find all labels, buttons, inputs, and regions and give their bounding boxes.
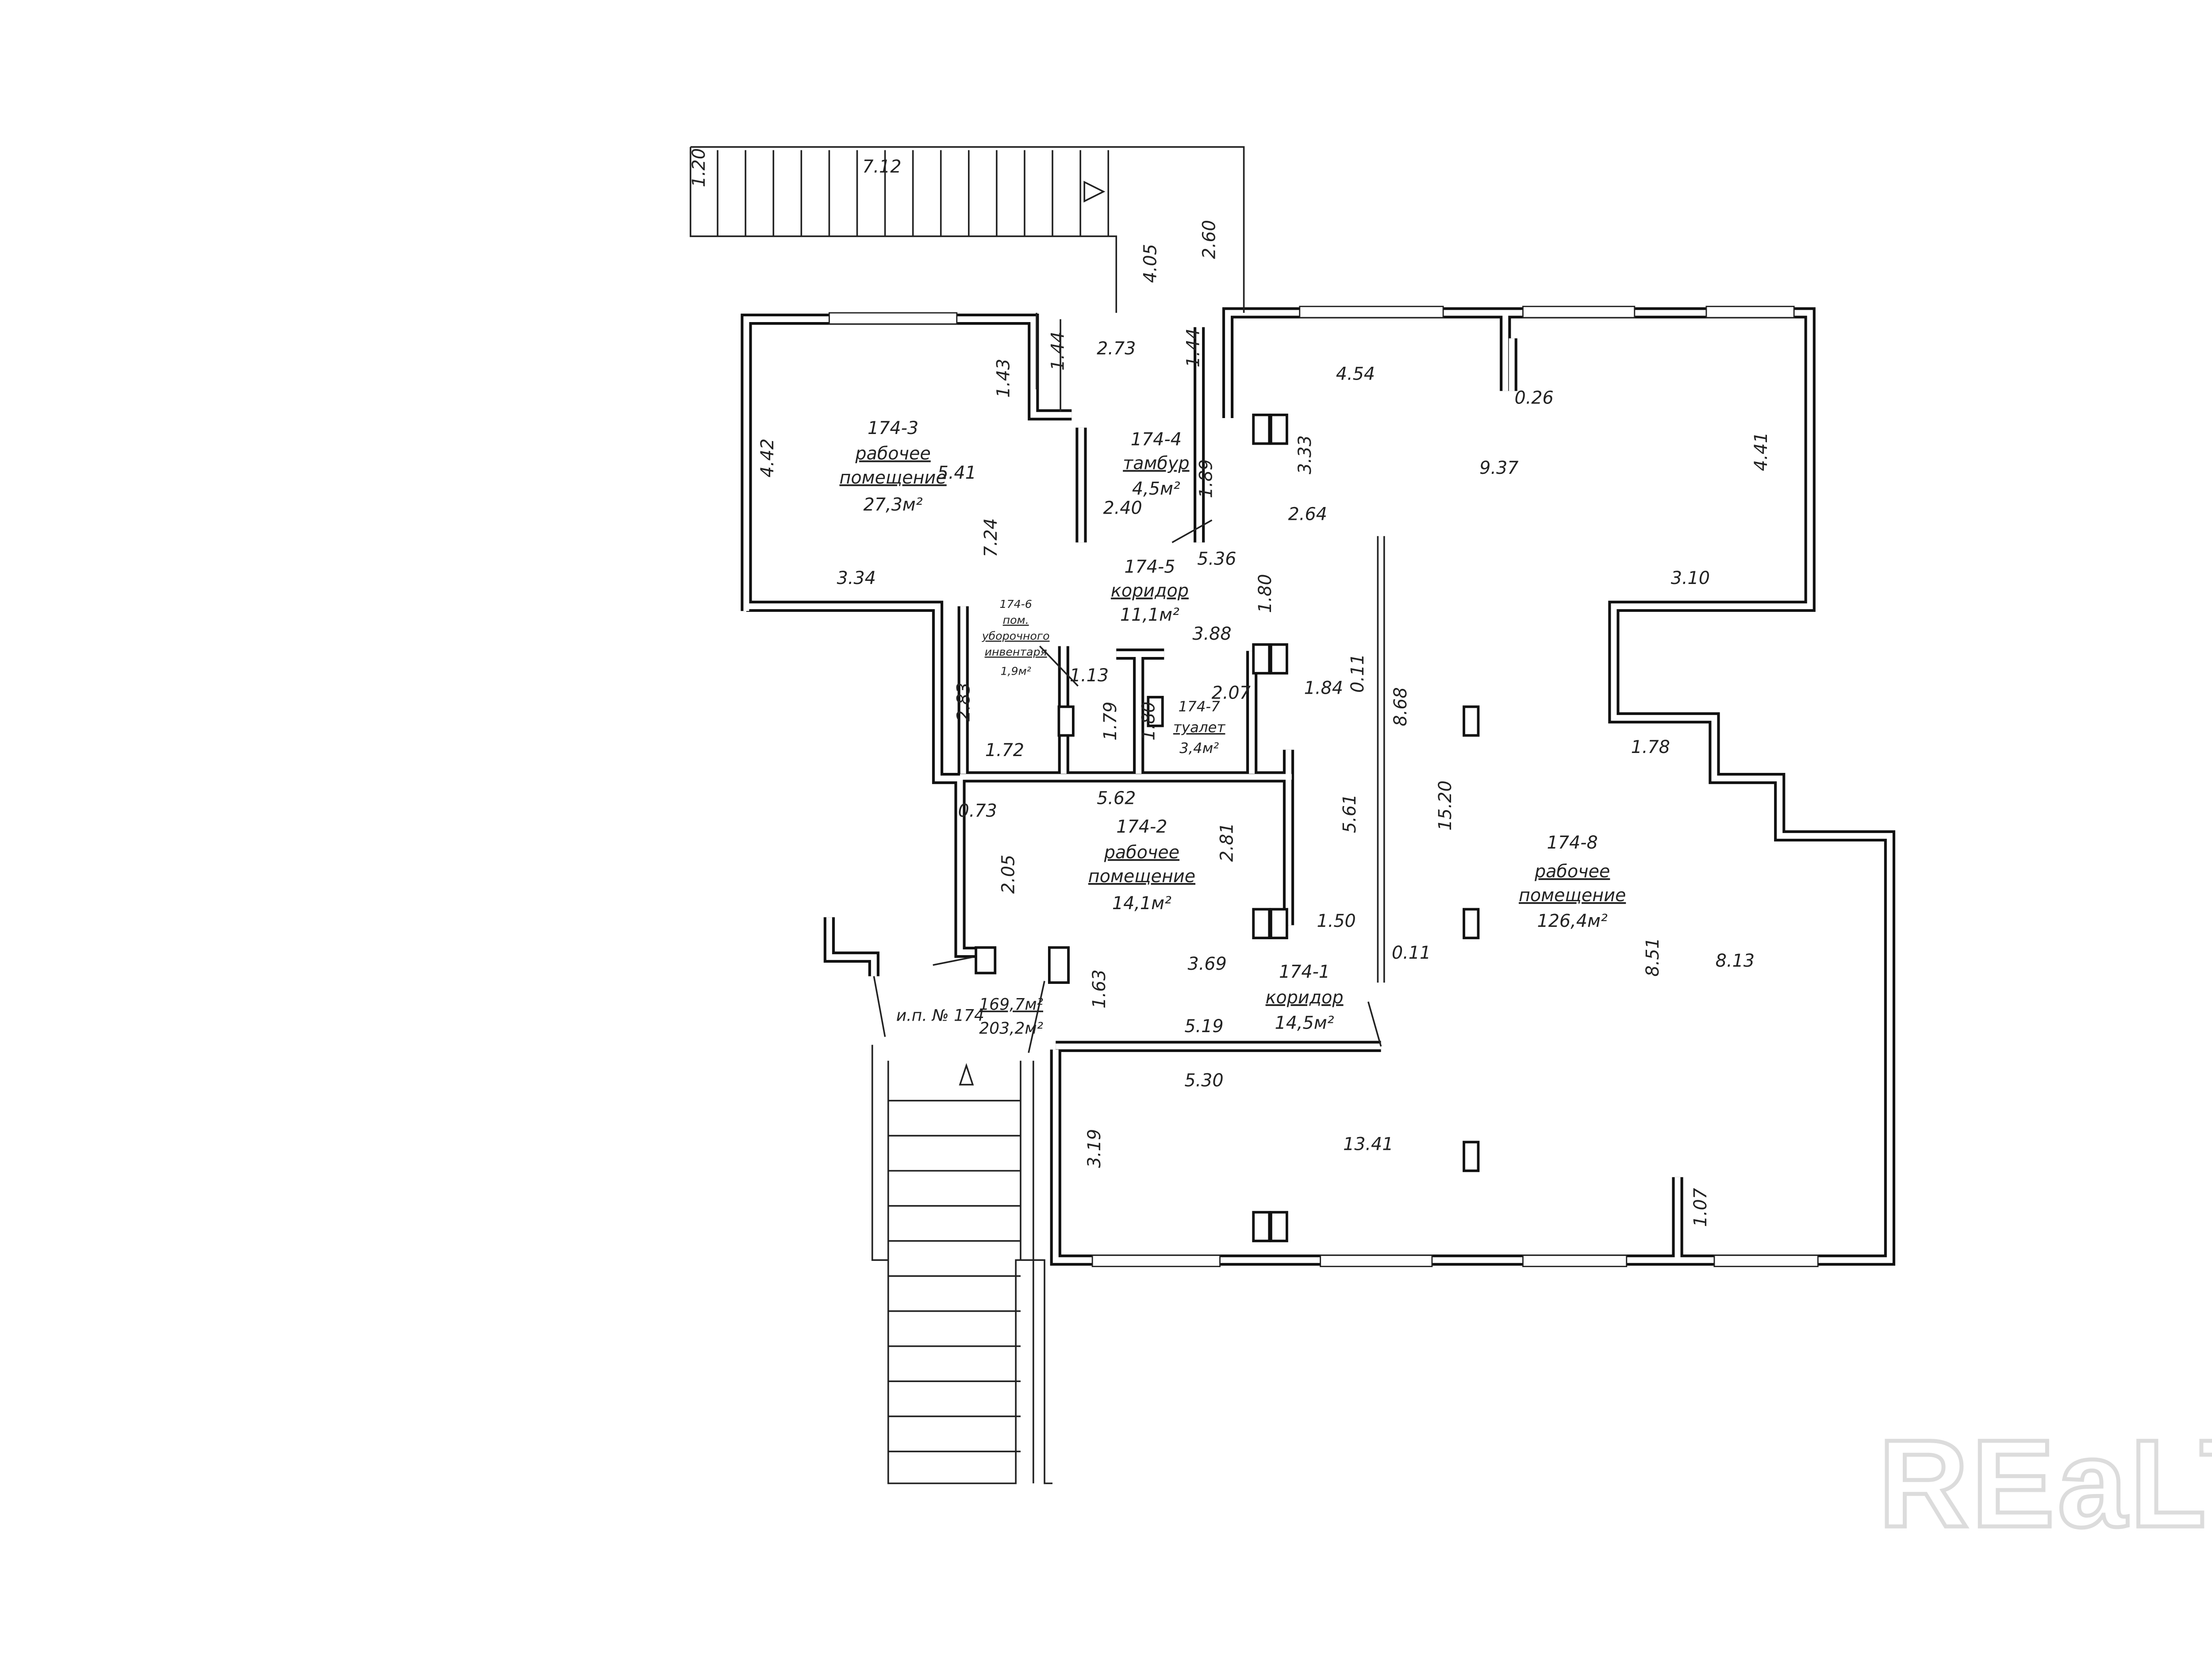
stair-top	[689, 146, 1245, 313]
dimension-label: 1.80	[1255, 574, 1275, 613]
dimension-label: 0.11	[1348, 654, 1368, 693]
room-174-3: 174-3 рабочее помещение 27,3м²	[839, 418, 946, 515]
premises-summary: и.п. № 174 169,7м² 203,2м²	[896, 995, 1043, 1037]
dimension-label: 5.61	[1340, 794, 1360, 833]
premises-area-total: 203,2м²	[979, 1019, 1043, 1037]
room-name: пом.	[1003, 614, 1029, 626]
dimension-label: 2.07	[1212, 683, 1251, 703]
room-174-1: 174-1 коридор 14,5м²	[1266, 962, 1344, 1033]
room-174-7: 174-7 туалет 3,4м²	[1173, 698, 1226, 757]
room-area: 126,4м²	[1537, 911, 1607, 931]
room-174-2: 174-2 рабочее помещение 14,1м²	[1088, 817, 1195, 914]
room-name: коридор	[1266, 987, 1344, 1008]
dimension-label: 7.24	[981, 518, 1001, 557]
dimension-label: 4.54	[1336, 364, 1375, 384]
room-id: 174-2	[1116, 817, 1167, 837]
dimension-label: 8.13	[1716, 951, 1755, 971]
room-name: рабочее	[1534, 861, 1610, 882]
premises-label: и.п. № 174	[896, 1007, 984, 1025]
room-id: 174-5	[1124, 557, 1175, 577]
dimension-label: 1.79	[1100, 702, 1121, 741]
partitions	[873, 313, 1385, 1053]
room-id: 174-6	[999, 598, 1032, 611]
dimension-label: 2.64	[1288, 504, 1327, 525]
dimension-label: 5.30	[1184, 1070, 1223, 1091]
dimension-label: 0.11	[1392, 943, 1431, 963]
dimension-label: 1.84	[1304, 678, 1343, 699]
dimension-label: 8.51	[1643, 937, 1663, 976]
dimension-label: 13.41	[1343, 1134, 1393, 1155]
dimension-label: 2.40	[1103, 498, 1142, 518]
dimension-label: 1.89	[1196, 459, 1216, 498]
dimension-label: 1.72	[985, 740, 1024, 761]
dimension-label: 15.20	[1435, 780, 1455, 830]
dimension-label: 1.50	[1317, 911, 1356, 931]
stair-bottom	[871, 1045, 1053, 1484]
dimension-label: 2.83	[954, 682, 974, 721]
room-174-5: 174-5 коридор 11,1м²	[1111, 557, 1189, 625]
room-id: 174-7	[1179, 698, 1221, 715]
dimension-label: 3.88	[1192, 624, 1231, 644]
premises-area-main: 169,7м²	[979, 995, 1043, 1014]
dimension-label: 1.44	[1183, 328, 1204, 367]
room-id: 174-8	[1547, 833, 1598, 853]
room-name: помещение	[1088, 866, 1195, 887]
dimension-label: 4.05	[1140, 244, 1160, 283]
dimension-label: 5.19	[1184, 1016, 1223, 1037]
dimension-label: 3.69	[1188, 954, 1227, 974]
dimension-label: 1.20	[689, 148, 709, 187]
dimension-label: 0.26	[1514, 388, 1553, 408]
dimension-label: 5.36	[1197, 549, 1236, 569]
room-area: 14,1м²	[1112, 893, 1171, 914]
dimension-label: 2.60	[1199, 220, 1220, 259]
room-name: уборочного	[982, 630, 1050, 642]
dimension-label: 1.80	[1139, 702, 1159, 741]
room-name: коридор	[1111, 581, 1189, 601]
dimension-label: 1.44	[1048, 331, 1068, 370]
dimension-label: 1.13	[1070, 665, 1109, 686]
dimension-label: 1.63	[1089, 969, 1110, 1008]
dimension-label: 3.19	[1084, 1129, 1105, 1168]
windows	[828, 306, 1819, 1268]
dimension-label: 7.12	[862, 157, 901, 177]
room-area: 27,3м²	[864, 495, 923, 515]
room-area: 1,9м²	[1001, 664, 1031, 677]
dimension-label: 8.68	[1390, 687, 1411, 726]
room-name: рабочее	[855, 444, 930, 464]
room-name: помещение	[1519, 885, 1626, 906]
room-area: 4,5м²	[1132, 479, 1180, 499]
dimension-label: 2.05	[998, 855, 1019, 894]
columns	[975, 413, 1480, 1242]
dimension-label: 2.81	[1217, 823, 1237, 862]
dimension-label: 3.33	[1295, 435, 1315, 474]
room-name: рабочее	[1104, 842, 1179, 863]
dimension-label: 4.41	[1751, 432, 1771, 471]
room-name: туалет	[1173, 719, 1226, 736]
dimension-label: 2.73	[1097, 338, 1136, 359]
dimension-labels: 1.20 7.12 4.05 2.60 1.44 2.73 1.44 1.43 4.54 0.26…	[689, 148, 1771, 1227]
dimension-label: 4.42	[757, 438, 778, 477]
room-name: инвентаря	[985, 645, 1047, 658]
dimension-label: 3.10	[1671, 568, 1710, 588]
room-name: помещение	[839, 468, 946, 488]
room-name: тамбур	[1123, 453, 1189, 473]
room-id: 174-1	[1279, 962, 1330, 982]
realt-watermark: REaLT	[1878, 1413, 2212, 1553]
room-174-4: 174-4 тамбур 4,5м²	[1123, 429, 1189, 499]
room-area: 3,4м²	[1179, 740, 1219, 757]
room-area: 11,1м²	[1120, 605, 1179, 625]
room-174-8: 174-8 рабочее помещение 126,4м²	[1519, 833, 1626, 931]
dimension-label: 0.73	[958, 801, 997, 821]
dimension-label: 1.07	[1690, 1188, 1711, 1227]
room-id: 174-3	[868, 418, 918, 438]
dimension-label: 5.41	[937, 463, 976, 483]
dimension-label: 1.78	[1631, 737, 1670, 757]
room-id: 174-4	[1131, 429, 1182, 449]
room-174-6: 174-6 пом. уборочного инвентаря 1,9м²	[982, 598, 1050, 677]
dimension-label: 5.62	[1097, 788, 1136, 808]
dimension-label: 1.43	[994, 359, 1014, 398]
dimension-label: 3.34	[837, 568, 876, 588]
dimension-label: 9.37	[1479, 458, 1518, 478]
room-area: 14,5м²	[1275, 1013, 1334, 1033]
